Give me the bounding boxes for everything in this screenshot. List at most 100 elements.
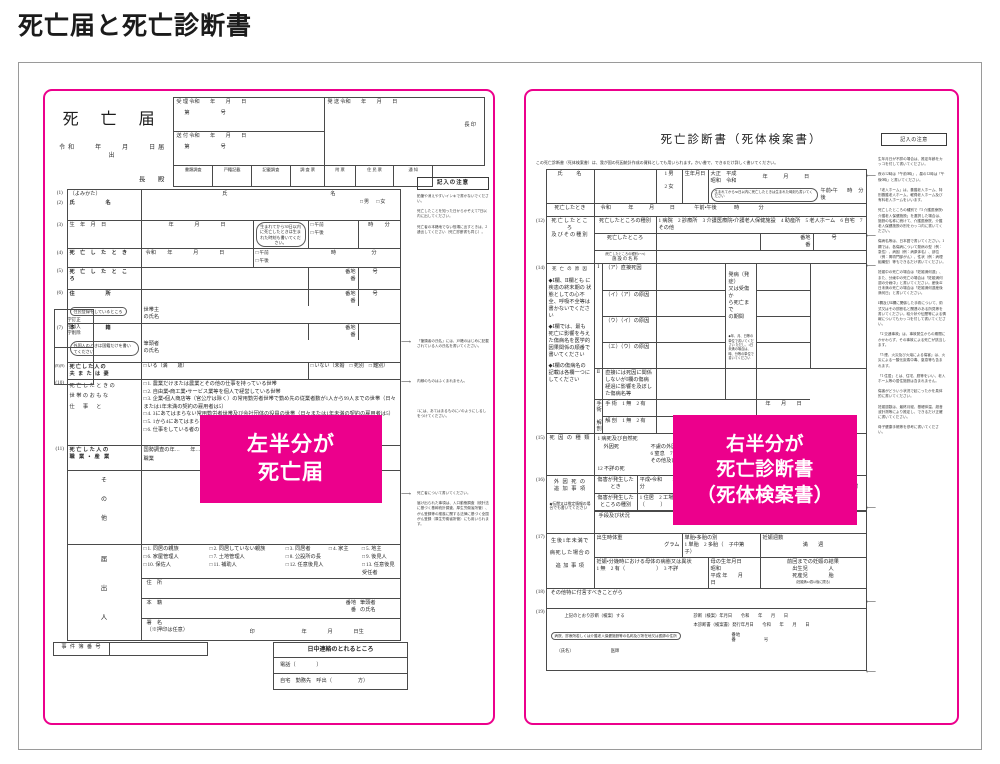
reporter-option-10[interactable]: 10. 保佐人 (144, 562, 171, 568)
cert-sex-female[interactable]: 2 女 (664, 184, 674, 191)
address-bubble: 住民登録をしているところ (69, 306, 127, 317)
weeks-cell[interactable]: 妊娠週数 満 週 (759, 532, 867, 558)
birth-pm-checkbox[interactable]: 午後 (311, 230, 356, 238)
check-cell-5[interactable]: 住 民 票 (354, 164, 395, 187)
reporter-option-2[interactable]: 2. 同居していない親族 (210, 546, 266, 552)
death-pm-checkbox[interactable]: 午後 (256, 258, 307, 266)
cert-place-field[interactable] (655, 233, 761, 252)
check-cell-4[interactable]: 附 票 (324, 164, 356, 187)
honseki-hittousha[interactable]: 筆頭者 の氏名 (140, 340, 401, 363)
household-job-option-6[interactable]: 6. 仕事をしている者のいない世帯 (144, 427, 398, 435)
send-cell[interactable]: 発 送 令和 年 月 日 長 印 (324, 97, 485, 166)
spouse-alive-option[interactable]: いる（満 歳） (140, 361, 309, 380)
cause-d-field[interactable] (655, 341, 727, 370)
spouse-alive-checkbox[interactable]: いる（満 歳） (144, 364, 188, 369)
death-place-field[interactable] (140, 266, 309, 290)
contact-tel[interactable]: 電話（ ） (273, 657, 408, 674)
prev-pregnancy-cell[interactable]: 前回までの妊娠の結果 出生児 人 死産児 胎 （妊娠満22週以後に限る） (759, 556, 867, 589)
birth-kind-options[interactable]: 1 単胎 2 多胎（ 子中第 子） (684, 541, 755, 555)
reporter-honseki[interactable]: 本 籍 (140, 597, 309, 619)
reporter-option-8[interactable]: 8. 公設所の長 (286, 554, 321, 560)
reporter-option-5[interactable]: 5. 地主 (362, 546, 382, 552)
birth-ampm[interactable]: 午前 午後 (307, 220, 359, 250)
diagnosis-date[interactable]: 診断（検案）年月日 令和 年 月 日 (693, 612, 789, 618)
cert-name-field[interactable] (593, 168, 657, 205)
accept-cell[interactable]: 受 理 令和 年 月 日 第 号 (173, 97, 326, 132)
death-ampm[interactable]: 午前 午後 (252, 248, 309, 268)
certification-block[interactable]: 上記のとおり診断（検案）する 診断（検案）年月日 令和 年 月 日 本診断書（検… (545, 607, 867, 671)
mother-birth-cell[interactable]: 母の生年月日 昭和 平成 年 月 日 (707, 556, 761, 589)
spouse-none-option[interactable]: いない（未婚 □ 死別 □ 離別） (307, 361, 401, 380)
check-cell-1[interactable]: 戸籍記載 (212, 164, 252, 187)
mother-condition-options[interactable]: 1 無 2 有（ ） 3 不詳 (596, 565, 679, 572)
cause-b-field[interactable] (655, 289, 727, 317)
reporter-option-12[interactable]: 12. 任意後見人 (286, 562, 324, 568)
female-checkbox[interactable]: 女 (376, 200, 385, 205)
household-job-option-1[interactable]: 1. 農業だけまたは農業とその他の仕事を持っている世帯 (144, 381, 398, 389)
reporter-address[interactable]: 住 所 (140, 577, 401, 599)
cause-a-field[interactable] (655, 264, 727, 291)
reporter-signature[interactable]: 署 名 （※押印は任意） 印 年 月 日生 (140, 617, 401, 641)
contact-place[interactable]: 自宅 勤務先 呼出（ 方） (273, 673, 408, 690)
cause-II-field[interactable] (655, 368, 727, 401)
birth-weight-cell[interactable]: 出生時体重 グラム (593, 532, 683, 558)
reporter-options[interactable]: 1. 同居の親族 2. 同居していない親族 3. 同居者 4. 家主 5. 地主… (140, 544, 401, 579)
reporter-option-13[interactable]: 13. 任意後見受任者 (362, 562, 395, 576)
reporter-option-6[interactable]: 6. 家屋管理人 (144, 554, 179, 560)
cert-birth-field[interactable]: 大正 平成 昭和 令和 年 月 日 生まれてから30日以内に死亡したときは生まれ… (707, 168, 867, 205)
reporter-option-7[interactable]: 7. 土地管理人 (210, 554, 245, 560)
birth-kind-cell[interactable]: 単胎・多胎の別 1 単胎 2 多胎（ 子中第 子） (681, 532, 761, 558)
check-cell-3[interactable]: 調 査 票 (289, 164, 326, 187)
cert-facility-field[interactable] (655, 250, 867, 265)
cert-sex-male[interactable]: 1 男 (664, 171, 674, 177)
reporter-option-4[interactable]: 4. 家主 (329, 546, 349, 552)
case-number-field[interactable] (109, 641, 208, 656)
sex-field[interactable]: 男 女 (358, 198, 401, 222)
death-kind-line-1[interactable]: 1 病死及び自然死 (597, 436, 638, 443)
right-arrow-icon-6: ⟵ (866, 668, 877, 676)
death-kind-line-5[interactable]: 12 不詳の死 (597, 466, 625, 473)
household-job-option-4[interactable]: 4. 3にあてはまらない常用勤労者世帯及び会社団体の役員の世帯（日々または1年未… (144, 411, 398, 419)
mother-condition-cell[interactable]: 妊娠・分娩時における母体の病態又は異状 1 無 2 有（ ） 3 不詳 (593, 556, 709, 589)
surgery-options[interactable]: 1 無 2 有 (622, 401, 646, 408)
doctor-name-label[interactable]: （氏名） (556, 647, 574, 653)
death-time-field[interactable]: 時 分 (308, 248, 401, 268)
given-name-field[interactable] (308, 198, 359, 222)
cert-deathtime-field[interactable]: 令和 年 月 日 午前・午後 時 分 (593, 203, 867, 218)
check-cell-0[interactable]: 書類調査 (173, 164, 214, 187)
right-row-number-18: (18) (536, 589, 545, 596)
duration-a-field[interactable] (756, 264, 811, 291)
check-cell-6[interactable]: 通 知 (393, 164, 434, 187)
household-head-name[interactable]: 世帯主 の氏名 (140, 305, 401, 325)
reporter-option-3[interactable]: 3. 同居者 (286, 546, 311, 552)
address-field[interactable] (140, 288, 309, 306)
household-job-option-3[interactable]: 3. 企業・個人商店等（官公庁は除く）の常用勤労者世帯で勤め先の従業者数が1人か… (144, 396, 398, 411)
reporter-option-1[interactable]: 1. 同居の親族 (144, 546, 179, 552)
birth-time-field[interactable]: 時 分 (357, 220, 401, 250)
spouse-none-checkbox[interactable]: いない（未婚 □ 死別 □ 離別） (311, 364, 389, 369)
household-job-option-2[interactable]: 2. 自由業・商工業・サービス業等を個人で経営している世帯 (144, 389, 398, 397)
transfer-cell[interactable]: 送 付 令和 年 月 日 第 号 (173, 130, 326, 166)
family-name-field[interactable] (140, 198, 309, 222)
cert-place-kind-options[interactable]: 1 病院 2 診療所 3 介護医療院・介護老人保健施設 4 助産所 5 老人ホー… (655, 216, 867, 235)
birthdate-field[interactable]: 年 月 日 (140, 220, 254, 250)
cause-c-field[interactable] (655, 315, 727, 344)
cert-sex-field[interactable]: 1 男 2 女 (655, 168, 683, 205)
birth-am-checkbox[interactable]: 午前 (311, 222, 356, 230)
death-era-field[interactable]: 令和 年 月 日 (140, 248, 254, 268)
reporter-option-9[interactable]: 9. 後見人 (362, 554, 387, 560)
duration-b-field[interactable] (756, 289, 811, 317)
reporter-option-11[interactable]: 11. 補助人 (210, 562, 237, 568)
correction-box[interactable]: 字訂正字加入字削除 (54, 309, 94, 385)
check-cell-2[interactable]: 記載調査 (250, 164, 291, 187)
duration-d-field[interactable] (756, 341, 811, 370)
autopsy-options[interactable]: 1 無 2 有 (622, 418, 646, 425)
issue-date[interactable]: 本診断書（検案書）発行年月日 令和 年 月 日 (693, 622, 810, 628)
honseki-field[interactable] (140, 323, 309, 341)
duration-c-field[interactable] (756, 315, 811, 344)
death-am-checkbox[interactable]: 午前 (256, 250, 307, 258)
male-checkbox[interactable]: 男 (360, 200, 369, 205)
duration-II-field[interactable] (725, 368, 758, 401)
cert-other-field[interactable]: その他特に付言すべきことがら (545, 587, 867, 609)
cert-place-kind-label: 死亡したところの種別 (593, 216, 657, 235)
